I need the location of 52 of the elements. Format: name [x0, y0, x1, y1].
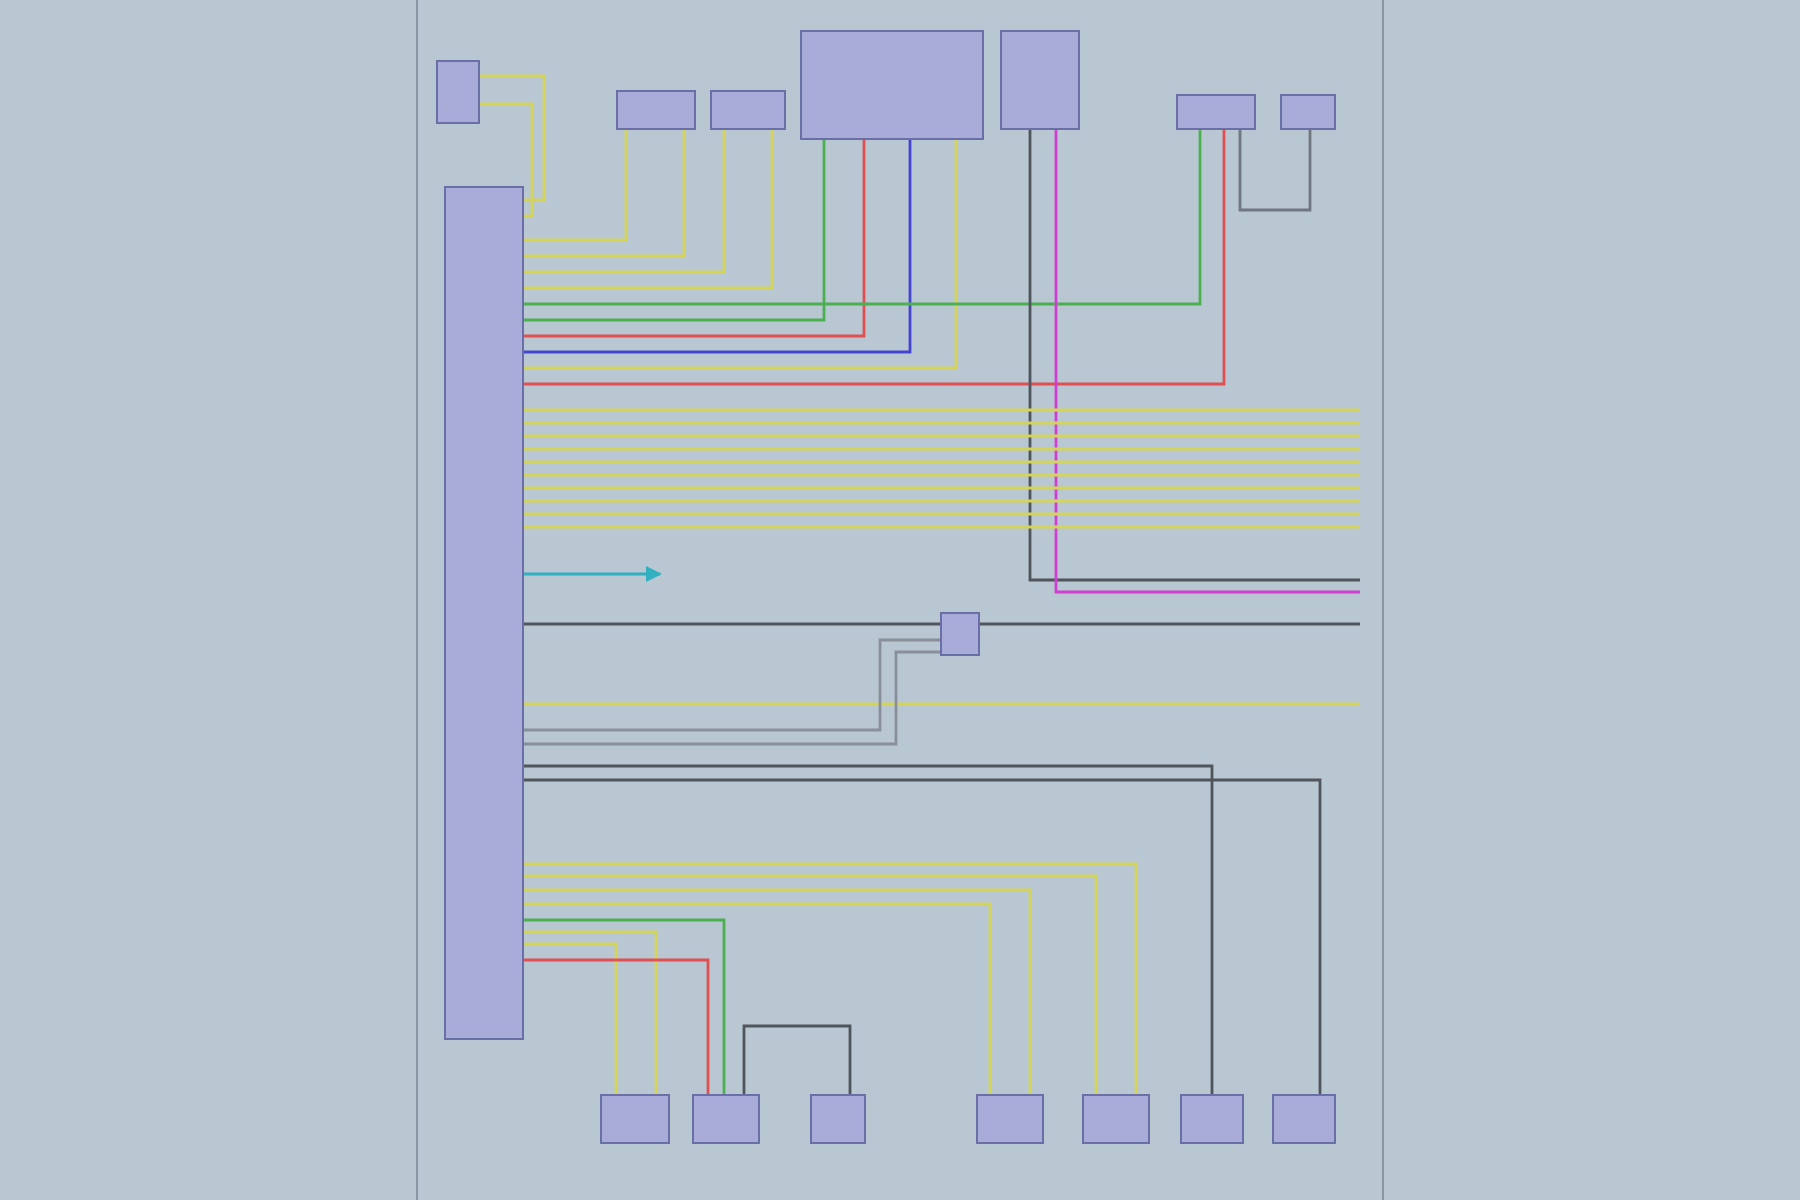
wire — [524, 638, 940, 732]
wire — [524, 130, 686, 258]
wire — [524, 942, 618, 1094]
wire — [524, 499, 1360, 503]
wire — [524, 702, 1360, 706]
connector-block — [616, 90, 696, 130]
connector-block — [800, 30, 984, 140]
wire — [1238, 130, 1312, 212]
wire — [524, 622, 940, 626]
wire — [524, 918, 726, 1094]
wire — [524, 130, 1202, 306]
wire — [524, 486, 1360, 490]
wire — [742, 1024, 852, 1094]
connector-block — [976, 1094, 1044, 1144]
wire — [524, 930, 658, 1094]
wire — [524, 566, 662, 582]
wire — [480, 74, 546, 202]
connector-block — [1176, 94, 1256, 130]
control-module-block — [444, 186, 524, 1040]
connector-block — [810, 1094, 866, 1144]
wire — [524, 473, 1360, 477]
connector-block — [600, 1094, 670, 1144]
connector-block — [692, 1094, 760, 1144]
connector-block — [436, 60, 480, 124]
connector-block — [1180, 1094, 1244, 1144]
wire — [524, 525, 1360, 529]
wire — [524, 764, 1214, 1094]
wire — [524, 460, 1360, 464]
wire — [524, 130, 726, 274]
wire — [524, 778, 1322, 1094]
connector-block — [1280, 94, 1336, 130]
connector-block — [1082, 1094, 1150, 1144]
wire — [524, 140, 912, 354]
wire — [524, 130, 774, 290]
wire — [524, 408, 1360, 412]
wire — [524, 958, 710, 1094]
connector-block — [1000, 30, 1080, 130]
wire — [524, 434, 1360, 438]
wire — [480, 102, 534, 218]
connector-block — [710, 90, 786, 130]
wire — [524, 650, 940, 746]
wire — [524, 447, 1360, 451]
wire — [524, 421, 1360, 425]
connector-block — [1272, 1094, 1336, 1144]
wire — [524, 512, 1360, 516]
connector-block — [940, 612, 980, 656]
wire — [980, 622, 1360, 626]
wire — [524, 130, 1226, 386]
wire — [524, 140, 866, 338]
wire — [524, 130, 628, 242]
wire — [524, 140, 958, 370]
wire — [524, 140, 826, 322]
